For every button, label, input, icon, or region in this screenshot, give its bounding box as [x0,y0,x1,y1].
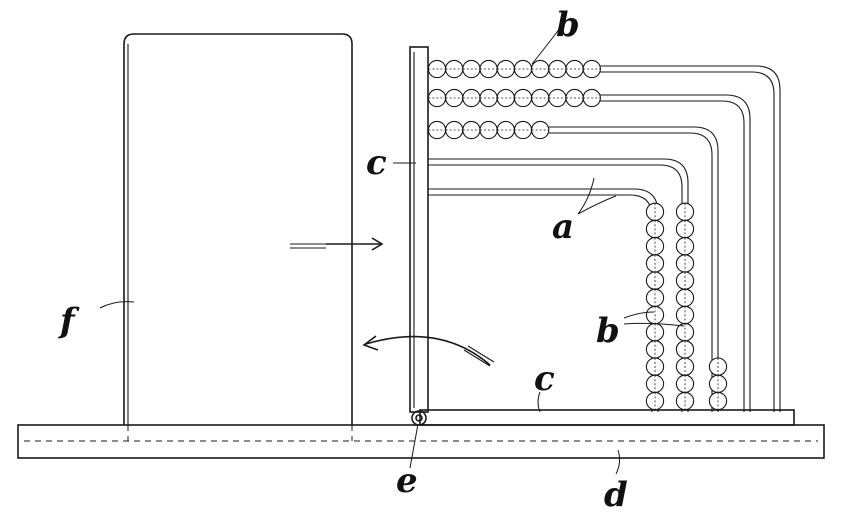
letter-labels: f c b a b c e d [58,5,628,515]
label-c-upper: c [366,143,387,183]
rotation-arrow [362,335,495,367]
label-a: a [552,207,574,247]
upright-post [409,46,429,413]
lower-bar [419,409,795,426]
vertical-beads [645,202,728,411]
label-c-lower: c [534,359,555,399]
label-e: e [396,461,418,501]
slide-arrow [290,237,384,251]
pivot-pin [411,410,427,426]
label-f: f [58,301,80,341]
cover-panel [123,33,353,441]
label-b-top: b [556,5,580,45]
base-board [17,424,825,459]
leader-lines [99,27,685,475]
horizontal-beads [427,59,601,140]
label-b-side: b [596,311,620,351]
label-d: d [604,475,628,515]
